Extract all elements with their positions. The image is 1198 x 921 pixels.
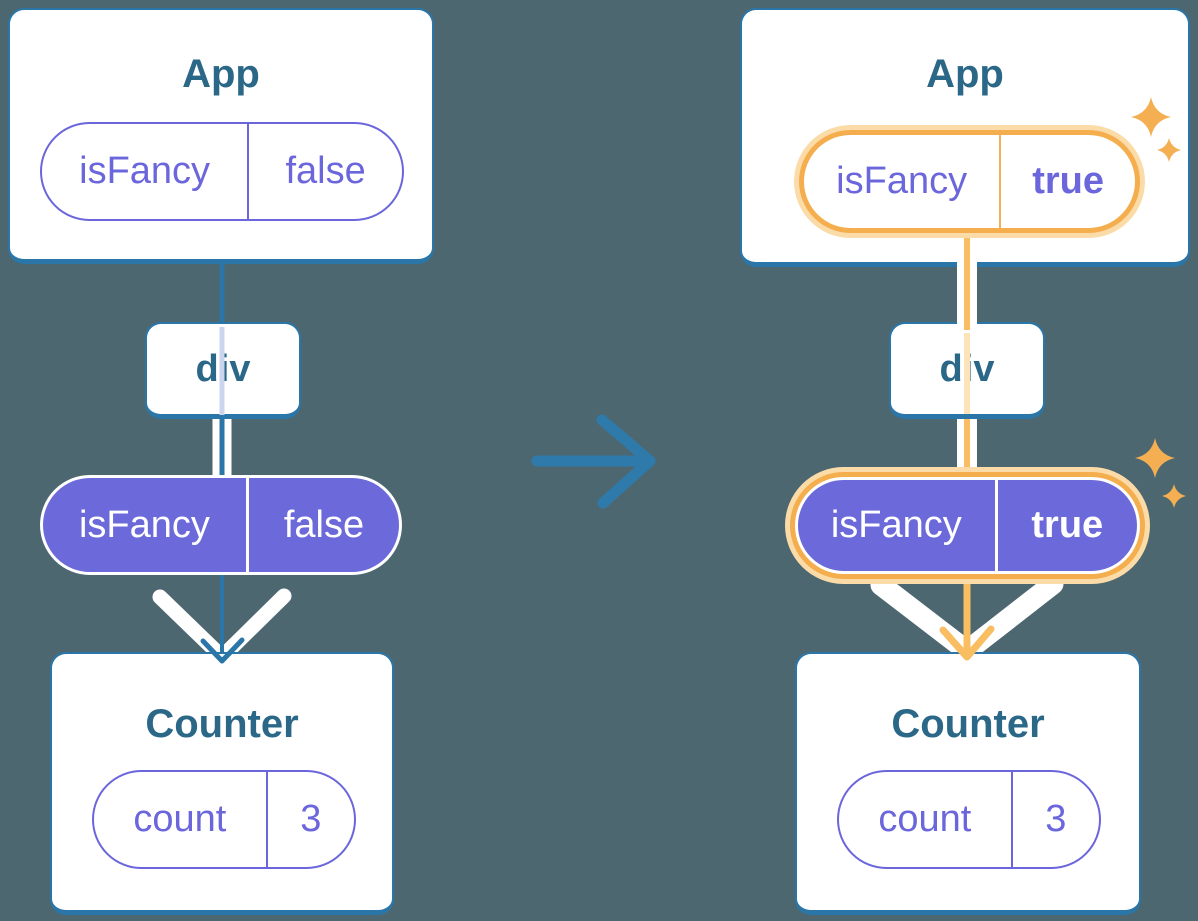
state-value: 3 [1045,798,1067,840]
state-value: 3 [300,798,322,840]
component-name: Counter [145,702,299,746]
state-name: isFancy [42,124,250,219]
node-label: div [939,347,995,390]
state-name: count [94,772,268,867]
state-pill: count 3 [837,770,1101,869]
state-value: false [285,150,366,192]
prop-value: true [1031,504,1104,546]
state-pill-highlighted: isFancy true [799,130,1140,233]
component-name: App [926,52,1004,96]
prop-value: false [283,503,365,546]
state-value: true [1032,160,1105,202]
counter-card: Counter count 3 [50,652,394,915]
state-pill: count 3 [92,770,356,869]
state-name: count [839,772,1013,867]
prop-pill-highlighted: isFancy true [795,477,1140,574]
prop-name: isFancy [43,478,249,572]
app-card: App isFancy true [740,8,1190,267]
counter-card: Counter count 3 [795,652,1141,915]
component-name: App [182,52,260,96]
component-name: Counter [891,702,1045,746]
div-node: div [889,322,1045,419]
prop-name: isFancy [798,480,998,571]
state-name: isFancy [804,135,1002,228]
